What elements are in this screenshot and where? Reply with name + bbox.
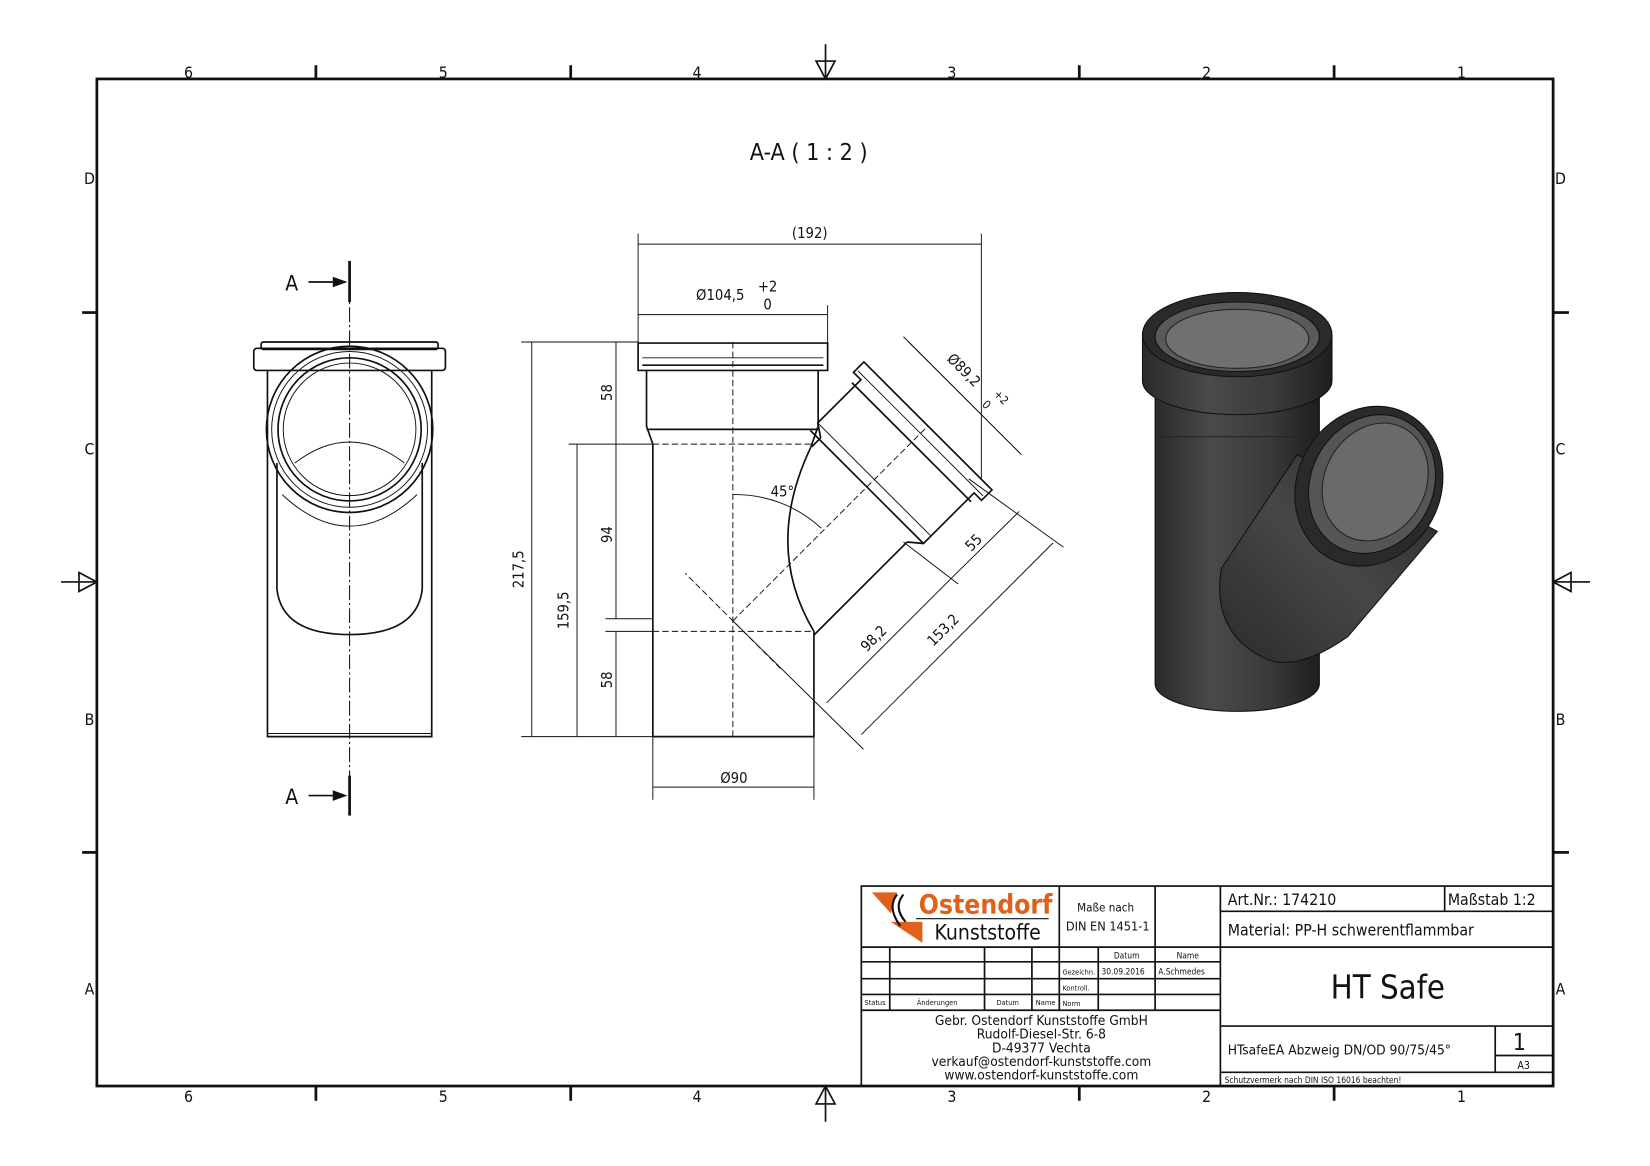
angle-label: 45° [771, 484, 794, 501]
4-label: www.ostendorf-kunststoffe.com [944, 1068, 1138, 1084]
2-label: 4 [693, 1087, 702, 1106]
0-label: D [84, 169, 95, 188]
branch-length-label: 98,2 [857, 622, 890, 655]
standard-value-label: DIN EN 1451-1 [1066, 918, 1150, 933]
material: Material: PP-H schwerentflammbar [1228, 921, 1474, 940]
0-label: D [1555, 169, 1566, 188]
section-marker-top: A [285, 270, 348, 295]
dimension-texts: (192) Ø104,5 +2 0 Ø90 217,5 159,5 58 94 … [510, 225, 1011, 787]
pipe-diameter-label: Ø90 [720, 770, 747, 787]
3-label: 3 [947, 1087, 956, 1106]
branch-diameter-label: Ø89,2 [943, 350, 983, 390]
col-name-label: Name [1177, 951, 1200, 961]
row-kontroll-label: Kontroll. [1062, 983, 1089, 992]
company-address: Gebr. Ostendorf Kunststoffe GmbH Rudolf-… [931, 1013, 1151, 1084]
3-label: A [85, 979, 95, 998]
rev-name-label: Name [1036, 998, 1056, 1007]
section-view [637, 342, 994, 738]
2-label: B [85, 710, 95, 729]
1-label: 5 [439, 63, 448, 82]
1-label: 5 [439, 1087, 448, 1106]
dimension-lines [521, 233, 1064, 800]
article-number: Art.Nr.: 174210 [1228, 890, 1337, 909]
socket-tol-upper-label: +2 [758, 279, 778, 296]
paper-format: A3 [1517, 1060, 1530, 1072]
copyright-notice: Schutzvermerk nach DIN ISO 16016 beachte… [1225, 1075, 1402, 1085]
rev-changes-label: Änderungen [917, 998, 958, 1007]
row-norm-label: Norm [1062, 999, 1080, 1008]
branch-total-label: 153,2 [924, 611, 963, 650]
3-label: 3 [947, 63, 956, 82]
3-label: verkauf@ostendorf-kunststoffe.com [931, 1054, 1151, 1070]
company-logo: Ostendorf Kunststoffe [871, 890, 1053, 945]
section-marker-label: A [285, 270, 298, 295]
centering-arrows [61, 44, 1590, 1122]
rev-date-label: Datum [996, 998, 1018, 1007]
socket-depth-top-label: 58 [599, 384, 616, 401]
5-label: 1 [1457, 1087, 1466, 1106]
sheet-number: 1 [1513, 1030, 1526, 1056]
standard-label-label: Maße nach [1077, 900, 1134, 914]
0-label: 6 [184, 1087, 193, 1106]
zone-ticks [82, 65, 1569, 1101]
5-label: 1 [1457, 63, 1466, 82]
0-label: Gebr. Ostendorf Kunststoffe GmbH [935, 1013, 1148, 1029]
product-name: HT Safe [1331, 969, 1445, 1007]
section-marker-bottom: A [285, 784, 348, 809]
view-title: A-A ( 1 : 2 ) [750, 140, 868, 166]
3d-model-render [1141, 292, 1444, 712]
4-label: 2 [1202, 63, 1211, 82]
gezeichn-name-label: A.Schmedes [1158, 966, 1205, 976]
logo-top-label: Ostendorf [919, 890, 1053, 920]
height-branch-label: 159,5 [556, 591, 573, 629]
height-total-label: 217,5 [510, 550, 527, 588]
overall-width-label: (192) [792, 225, 828, 242]
front-view [252, 260, 447, 816]
title-block: Ostendorf Kunststoffe Maße nach DIN EN 1… [860, 885, 1554, 1087]
col-datum-label: Datum [1114, 951, 1140, 961]
1-label: C [85, 440, 95, 459]
2-label: 4 [693, 63, 702, 82]
1-label: Rudolf-Diesel-Str. 6-8 [977, 1027, 1106, 1043]
branch-socket-label: 55 [962, 531, 986, 555]
2-label: B [1556, 710, 1566, 729]
branch-tol-upper-label: +2 [991, 387, 1012, 408]
logo-bottom-label: Kunststoffe [935, 920, 1041, 945]
row-gezeichn-label: Gezeichn. [1062, 967, 1095, 976]
zone-labels: 6 5 4 3 2 1 6 5 4 3 2 1 D C B A D C B A [84, 63, 1566, 1106]
rev-status-label: Status [864, 998, 886, 1007]
0-label: 6 [184, 63, 193, 82]
part-description: HTsafeEA Abzweig DN/OD 90/75/45° [1228, 1042, 1451, 1058]
1-label: C [1556, 440, 1566, 459]
bottom-label: 58 [599, 671, 616, 688]
2-label: D-49377 Vechta [992, 1040, 1091, 1056]
middle-label: 94 [599, 526, 616, 543]
gezeichn-date-label: 30.09.2016 [1101, 966, 1144, 976]
socket-diameter-label: Ø104,5 [696, 287, 744, 304]
section-marker-label: A [285, 784, 298, 809]
scale: Maßstab 1:2 [1448, 890, 1536, 909]
socket-tol-lower-label: 0 [763, 296, 771, 313]
4-label: 2 [1202, 1087, 1211, 1106]
3-label: A [1556, 979, 1566, 998]
